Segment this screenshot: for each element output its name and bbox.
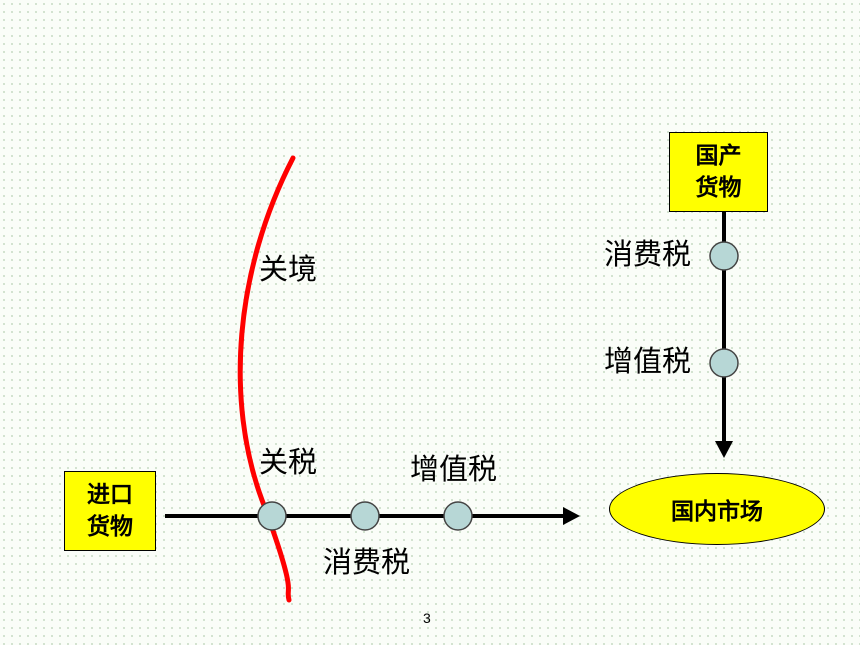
- consumption-tax-label-import: 消费税: [323, 545, 411, 579]
- customs-border-curve: [237, 155, 296, 603]
- vat-node-domestic: [709, 348, 739, 378]
- domestic-market-label: 国内市场: [671, 499, 763, 525]
- page-number: 3: [423, 610, 431, 626]
- vat-node-import: [443, 501, 473, 531]
- customs-border-label: 关境: [259, 252, 318, 286]
- consumption-tax-label-domestic: 消费税: [604, 237, 692, 271]
- import-flow-arrowhead: [563, 507, 580, 525]
- vat-label-domestic: 增值税: [604, 344, 692, 378]
- imported-goods-line1: 进口: [87, 482, 133, 508]
- consumption-tax-node-domestic: [709, 241, 739, 271]
- domestic-goods-box: 国产 货物: [669, 132, 768, 212]
- consumption-tax-node-import: [350, 501, 380, 531]
- domestic-market-ellipse: 国内市场: [609, 473, 825, 545]
- domestic-goods-line2: 货物: [695, 175, 742, 201]
- imported-goods-line2: 货物: [87, 514, 133, 540]
- vat-label-import: 增值税: [410, 452, 498, 486]
- tariff-node: [257, 501, 287, 531]
- tariff-label: 关税: [259, 445, 318, 479]
- domestic-goods-line1: 国产: [695, 143, 742, 169]
- imported-goods-box: 进口 货物: [64, 471, 156, 551]
- domestic-flow-arrowhead: [715, 441, 733, 458]
